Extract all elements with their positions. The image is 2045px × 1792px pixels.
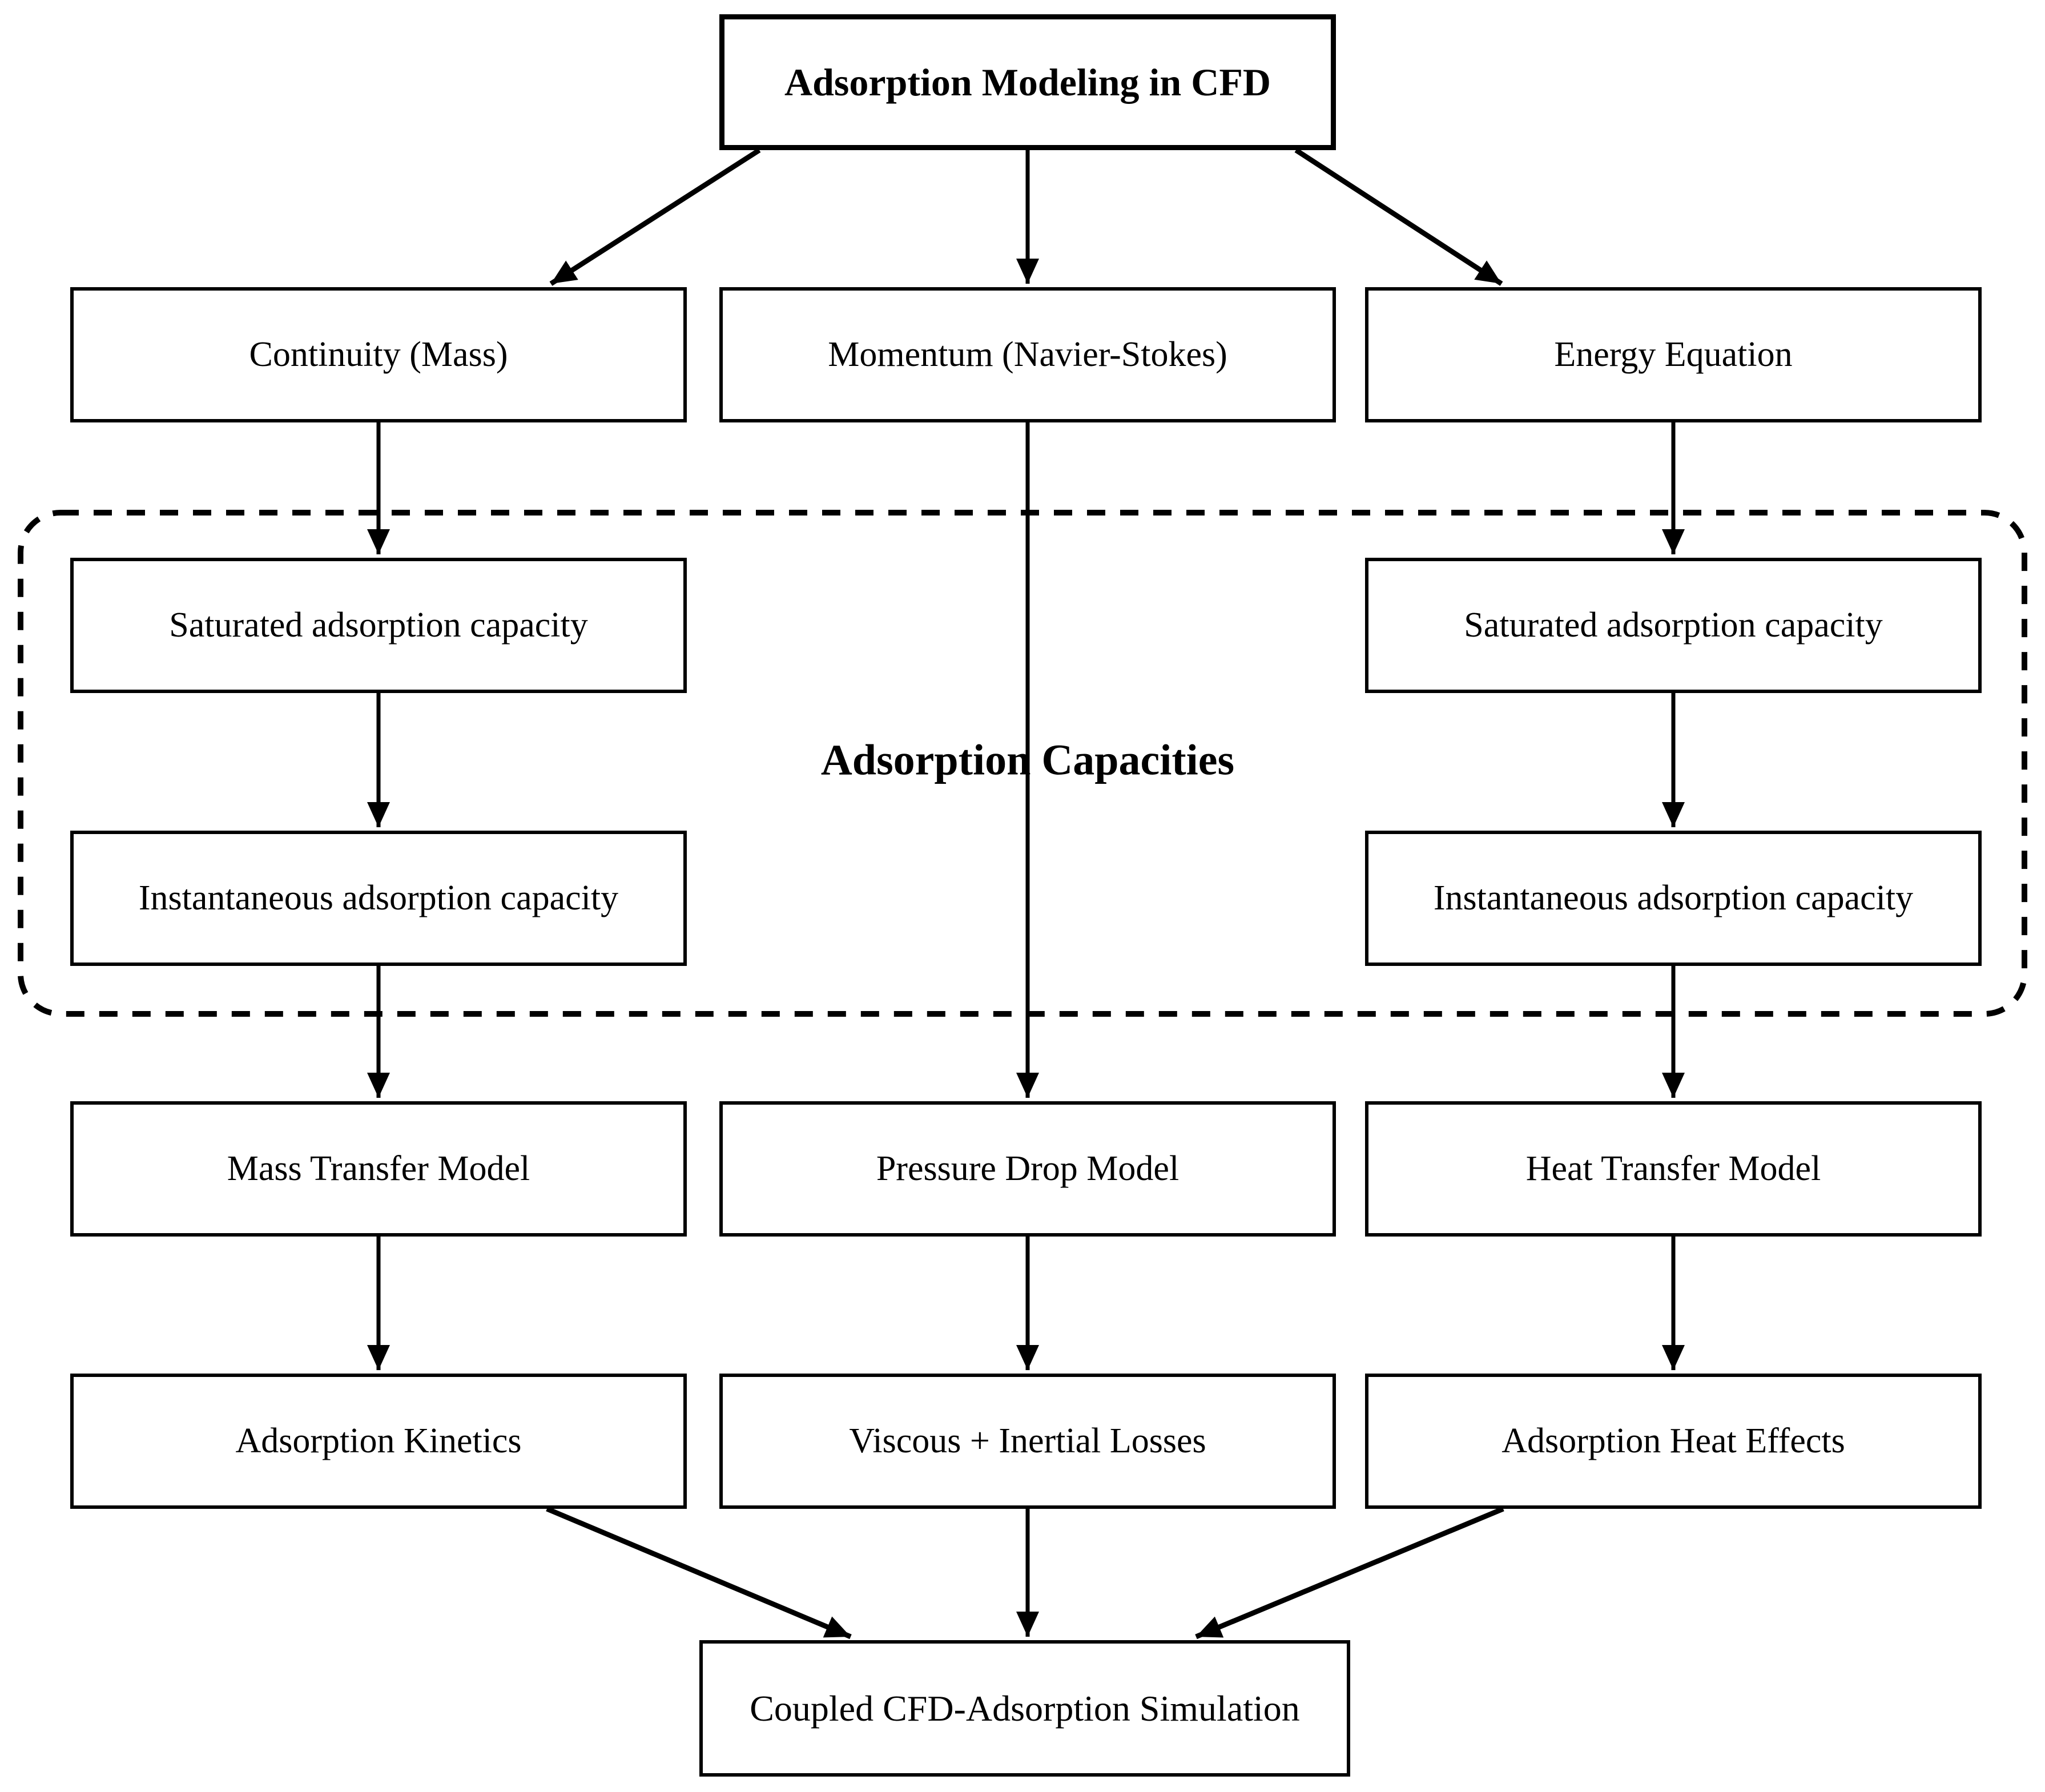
node-adsorption-kinetics: Adsorption Kinetics: [70, 1374, 687, 1509]
arrow-title-to-energy: [1294, 148, 1503, 286]
node-mass-transfer-model: Mass Transfer Model: [70, 1101, 687, 1237]
node-instantaneous-capacity-left: Instantaneous adsorption capacity: [70, 831, 687, 966]
node-pressure-drop-model: Pressure Drop Model: [719, 1101, 1336, 1237]
node-adsorption-heat-effects: Adsorption Heat Effects: [1365, 1374, 1982, 1509]
node-heat-transfer-model: Heat Transfer Model: [1365, 1101, 1982, 1237]
adsorption-capacities-group-outline: [18, 510, 2027, 1017]
node-title: Adsorption Modeling in CFD: [719, 14, 1336, 150]
node-saturated-capacity-right: Saturated adsorption capacity: [1365, 558, 1982, 693]
node-continuity-mass: Continuity (Mass): [70, 287, 687, 422]
node-saturated-capacity-left: Saturated adsorption capacity: [70, 558, 687, 693]
node-coupled-cfd-adsorption-simulation: Coupled CFD-Adsorption Simulation: [699, 1640, 1350, 1777]
arrow-kinetics-to-coupled: [546, 1506, 852, 1640]
arrow-title-to-continuity: [549, 148, 761, 286]
node-energy-equation: Energy Equation: [1365, 287, 1982, 422]
node-momentum-navier-stokes: Momentum (Navier-Stokes): [719, 287, 1336, 422]
node-instantaneous-capacity-right: Instantaneous adsorption capacity: [1365, 831, 1982, 966]
arrow-heat-effects-to-coupled: [1195, 1506, 1504, 1640]
adsorption-capacities-group-label: Adsorption Capacities: [820, 736, 1235, 784]
node-viscous-inertial-losses: Viscous + Inertial Losses: [719, 1374, 1336, 1509]
